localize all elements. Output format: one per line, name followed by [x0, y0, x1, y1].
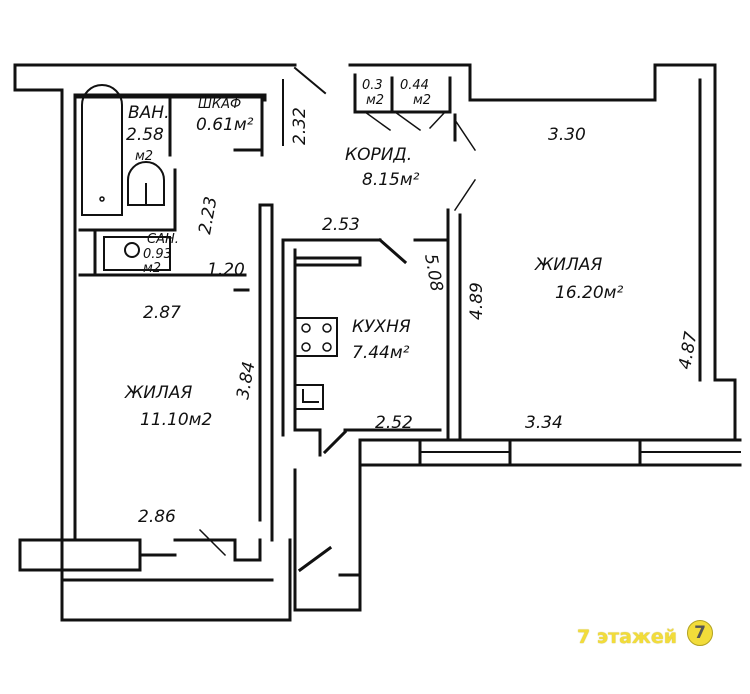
watermark-logo-icon: 7: [687, 620, 713, 646]
dim-2-53: 2.53: [322, 215, 360, 235]
dim-2-32: 2.32: [290, 107, 310, 145]
closet-area: 0.61м²: [196, 115, 254, 135]
living-small-area: 11.10м2: [140, 410, 212, 430]
store1-unit: м2: [366, 93, 384, 108]
walls: [13, 63, 742, 622]
dim-3-30: 3.30: [548, 125, 586, 145]
store1-area: 0.3: [362, 78, 383, 93]
bath-area: 2.58: [126, 125, 164, 145]
bath-unit: м2: [135, 149, 153, 164]
corridor-area: 8.15м²: [362, 170, 420, 190]
closet-name: ШКАФ: [198, 97, 241, 112]
store2-area: 0.44: [400, 78, 429, 93]
dim-2-86: 2.86: [138, 507, 176, 527]
dim-3-34: 3.34: [525, 413, 563, 433]
kitchen-area: 7.44м²: [352, 343, 410, 363]
living-large-area: 16.20м²: [555, 283, 623, 303]
dim-5-08: 5.08: [420, 252, 446, 293]
store2-unit: м2: [413, 93, 431, 108]
toilet-area: 0.93: [143, 247, 172, 262]
dim-2-52: 2.52: [375, 413, 413, 433]
living-large-name: ЖИЛАЯ: [534, 255, 602, 275]
dim-2-87: 2.87: [143, 303, 181, 323]
dimension-labels: 2.32 2.23 1.20 2.53 5.08 4.89 3.30 4.87 …: [138, 107, 702, 527]
dim-3-84: 3.84: [233, 360, 259, 401]
dim-4-89: 4.89: [467, 282, 487, 320]
kitchen-name: КУХНЯ: [352, 317, 411, 337]
dim-1-20: 1.20: [207, 260, 245, 280]
toilet-name: САН.: [147, 232, 179, 247]
dim-2-23: 2.23: [195, 195, 221, 236]
room-labels: ВАН. 2.58 м2 ШКАФ 0.61м² КОРИД. 8.15м² 0…: [124, 78, 623, 430]
dim-4-87: 4.87: [675, 330, 701, 371]
watermark-text: 7 этажей: [577, 626, 678, 648]
living-small-name: ЖИЛАЯ: [124, 383, 192, 403]
toilet-unit: м2: [143, 261, 161, 276]
corridor-name: КОРИД.: [345, 145, 412, 165]
bath-name: ВАН.: [128, 103, 169, 123]
